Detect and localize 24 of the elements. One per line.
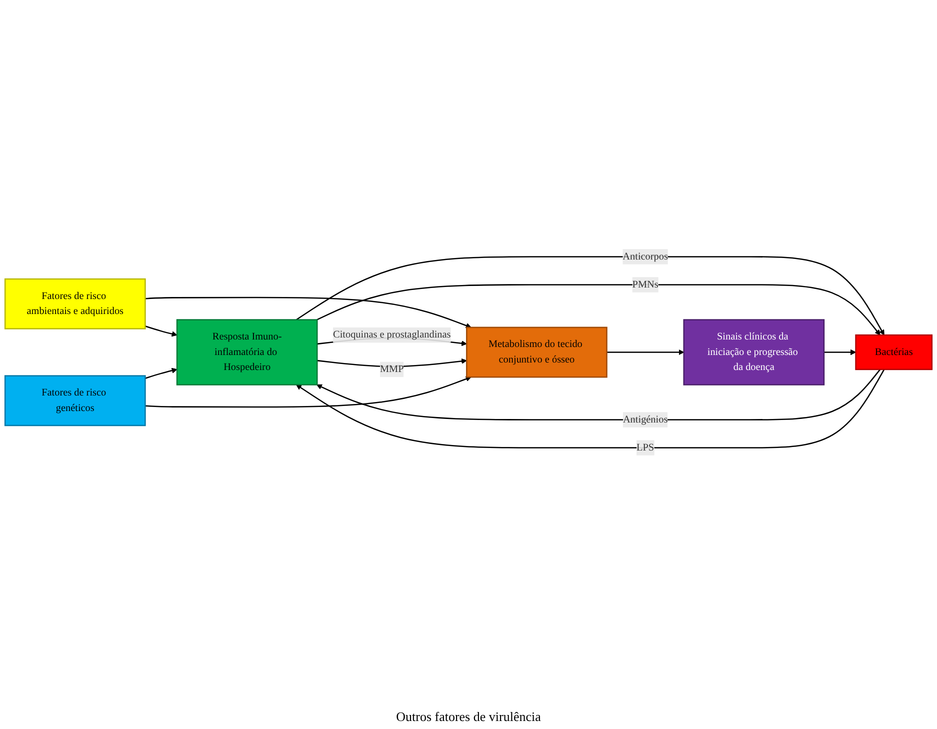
edge-label: Antigénios (622, 414, 668, 426)
arrow (145, 368, 178, 380)
arrow (316, 284, 880, 336)
edge-label: Citoquinas e prostaglandinas (333, 330, 451, 340)
arrow (317, 358, 467, 368)
note-label: Outros fatores de virulência (396, 709, 541, 725)
edge-label: LPS (636, 442, 654, 454)
node-box: Sinais clínicos da iniciação e progressão da doença (683, 319, 825, 386)
node-box: Fatores de risco genéticos (4, 375, 146, 426)
edge-label: MMP (380, 364, 404, 375)
arrow (316, 369, 881, 421)
arrow (824, 350, 856, 356)
arrow (145, 326, 178, 337)
arrow (606, 350, 684, 356)
arrow (296, 369, 885, 449)
node-box: Fatores de risco ambientais e adquiridos (4, 278, 146, 330)
arrow (145, 376, 472, 408)
arrow (145, 297, 472, 328)
node-box: Resposta Imuno-inflamatória do Hospedeiro (176, 319, 318, 386)
arrow (296, 256, 884, 336)
node-box: Bactérias (855, 334, 933, 370)
edge-label: Anticorpos (622, 251, 668, 262)
node-box: Metabolismo do tecido conjuntivo e ósseo (466, 327, 608, 378)
edge-label: PMNs (632, 279, 658, 290)
